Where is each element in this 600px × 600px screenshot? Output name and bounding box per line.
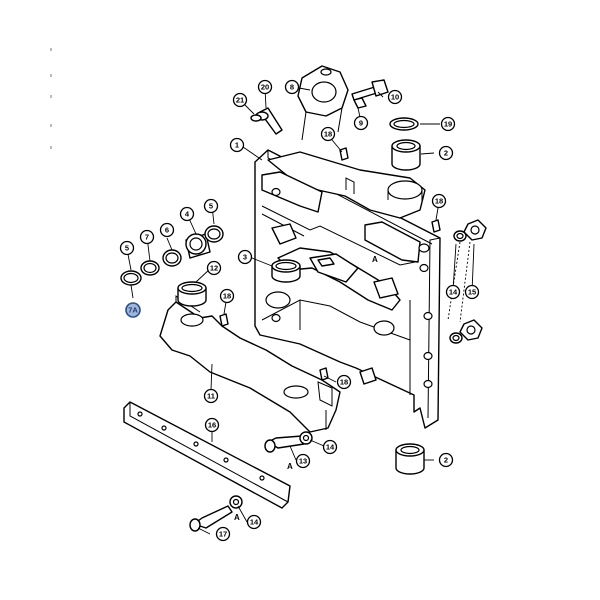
svg-text:8: 8 [290,83,294,92]
bushing-3 [271,259,301,283]
callout-20: 20 [257,79,273,95]
svg-text:18: 18 [435,197,443,206]
callout-21: 21 [232,92,248,108]
margin-marks [50,48,52,149]
callout-4: 4 [179,206,195,222]
callout-14: 14 [322,439,338,455]
bolt-10 [351,79,389,101]
strap-plate-16 [123,401,291,509]
svg-text:14: 14 [449,288,458,297]
callout-10: 10 [387,89,403,105]
svg-text:2: 2 [444,456,448,465]
bushing-12 [177,281,207,307]
callout-17: 17 [215,526,231,542]
svg-text:18: 18 [223,292,231,301]
callout-7: 7 [139,229,155,245]
washer-21 [250,114,262,122]
callout-7a-highlighted: 7A [125,302,141,318]
bolt-13 [264,435,305,453]
svg-text:4: 4 [185,210,190,219]
svg-text:12: 12 [210,264,218,273]
callout-16: 16 [204,417,220,433]
callout-5: 5 [203,198,219,214]
main-frame [254,149,441,429]
callout-18: 18 [219,288,235,304]
svg-text:14: 14 [250,518,259,527]
callout-14: 14 [246,514,262,530]
svg-text:10: 10 [391,93,399,102]
svg-text:7: 7 [145,233,149,242]
svg-text:19: 19 [444,120,452,129]
pivot-block [297,65,349,141]
svg-text:13: 13 [299,457,307,466]
callout-1: 1 [229,137,245,153]
callout-15: 15 [464,284,480,300]
svg-text:21: 21 [236,96,244,105]
grease-fitting-18 [219,147,441,381]
callout-13: 13 [295,453,311,469]
callout-3: 3 [237,249,253,265]
callout-18: 18 [431,193,447,209]
svg-text:7A: 7A [128,306,138,315]
view-markers: A A A [234,255,378,522]
callout-8: 8 [284,79,300,95]
nut-9 [353,97,367,109]
swing-arm [159,295,341,433]
svg-text:6: 6 [165,226,169,235]
svg-text:11: 11 [207,392,215,401]
callout-2: 2 [438,145,454,161]
view-marker-a: A [287,462,293,471]
bolt-20 [255,107,283,135]
callout-18: 18 [320,126,336,142]
svg-text:3: 3 [243,253,247,262]
svg-text:5: 5 [125,244,129,253]
svg-text:9: 9 [359,119,363,128]
bushing-2-top [391,139,421,171]
svg-text:15: 15 [468,288,476,297]
washer-14-low [229,495,243,509]
callout-5: 5 [119,240,135,256]
ring-stack [120,225,224,286]
callout-11: 11 [203,388,219,404]
bushing-2-bottom [395,443,425,475]
view-marker-a: A [372,255,378,264]
callout-12: 12 [206,260,222,276]
svg-text:20: 20 [261,83,269,92]
callout-6: 6 [159,222,175,238]
svg-text:5: 5 [209,202,213,211]
svg-text:14: 14 [326,443,335,452]
callout-9: 9 [353,115,369,131]
callout-19: 19 [440,116,456,132]
callout-2: 2 [438,452,454,468]
callout-14: 14 [445,284,461,300]
svg-text:17: 17 [219,530,227,539]
washer-14-mid [299,431,313,445]
svg-text:2: 2 [444,149,448,158]
bolt-17 [189,505,233,532]
seal-ring-19 [389,117,419,131]
svg-text:1: 1 [235,141,239,150]
svg-text:18: 18 [324,130,332,139]
right-hardware [447,219,487,344]
svg-text:16: 16 [208,421,216,430]
view-marker-a: A [234,513,240,522]
svg-text:18: 18 [340,378,348,387]
callout-18: 18 [336,374,352,390]
